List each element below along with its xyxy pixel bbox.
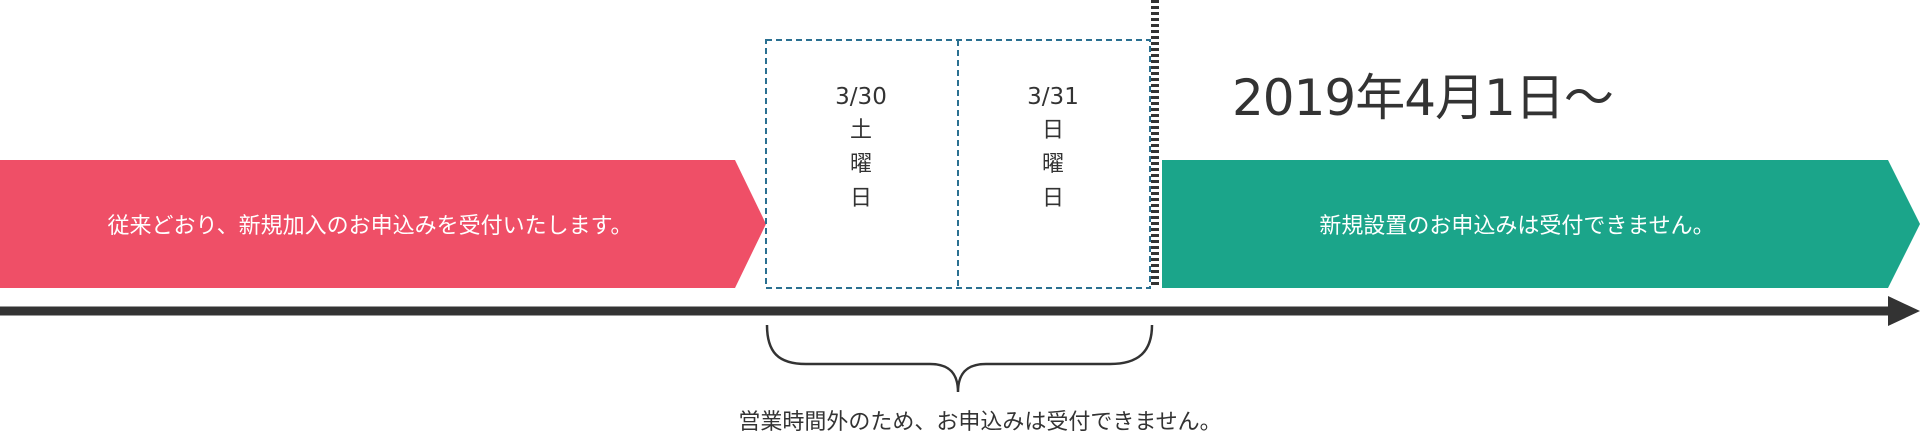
- after-period-label: 新規設置のお申込みは受付できません。: [1319, 214, 1715, 239]
- closed-day-saturday: 3/30 土 曜 日: [766, 80, 956, 216]
- weekday-char: 日: [849, 186, 872, 211]
- before-period-arrow: [0, 160, 766, 288]
- closed-days-brace: [765, 324, 1154, 393]
- weekday-char: 土: [849, 118, 872, 143]
- closed-day-date: 3/31: [1027, 84, 1079, 110]
- after-period-arrow: [1162, 160, 1920, 288]
- closed-days-box: [765, 39, 1151, 289]
- weekday-char: 日: [1041, 118, 1064, 143]
- closed-day-sunday: 3/31 日 曜 日: [958, 80, 1148, 216]
- weekday-char: 曜: [849, 152, 872, 177]
- before-period-label: 従来どおり、新規加入のお申込みを受付いたします。: [107, 214, 633, 239]
- start-date-heading: 2019年4月1日～: [1232, 69, 1614, 127]
- timeline-arrowhead: [1888, 296, 1920, 326]
- weekday-char: 曜: [1041, 152, 1064, 177]
- weekday-char: 日: [1041, 186, 1064, 211]
- closed-day-date: 3/30: [835, 84, 887, 110]
- closed-days-note: 営業時間外のため、お申込みは受付できません。: [738, 410, 1222, 435]
